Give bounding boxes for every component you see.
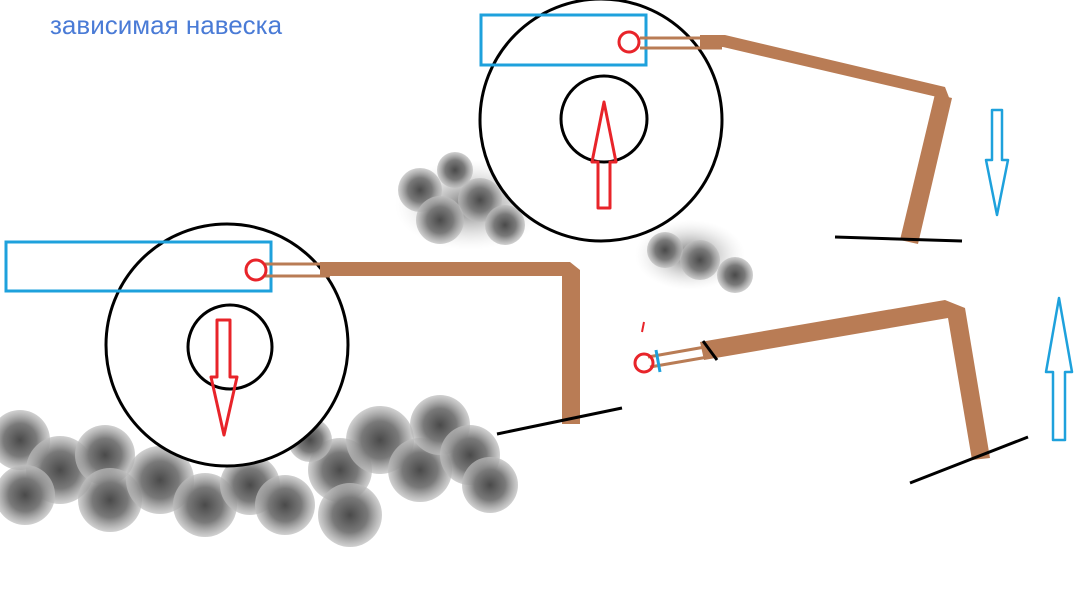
wheel-left-hub — [186, 303, 274, 391]
pivot-top — [617, 30, 641, 54]
red-arrow-down-icon — [209, 318, 239, 437]
frame-top — [479, 13, 648, 67]
ground-line-top — [834, 235, 963, 243]
diagram-title: зависимая навеска — [50, 10, 283, 40]
wheel-assembly-top — [478, 0, 724, 243]
pivot-left — [244, 258, 268, 282]
red-arrow-up-icon — [590, 100, 618, 210]
wheel-left-outer — [104, 222, 350, 468]
suspension-arm-bottom-right — [633, 296, 1074, 485]
wheel-top-hub — [559, 74, 649, 164]
foliage-ground-left — [0, 395, 518, 547]
suspension-arm-left — [244, 258, 623, 436]
pivot-bottom-right — [633, 352, 655, 374]
suspension-arm-top — [617, 30, 1010, 244]
frame-left — [4, 240, 273, 293]
ground-line-bottom-right — [909, 435, 1029, 485]
blue-arrow-down-icon — [984, 108, 1010, 217]
blue-arrow-up-icon — [1044, 296, 1074, 442]
ground-line-left — [496, 406, 623, 436]
wheel-assembly-left — [4, 222, 350, 468]
